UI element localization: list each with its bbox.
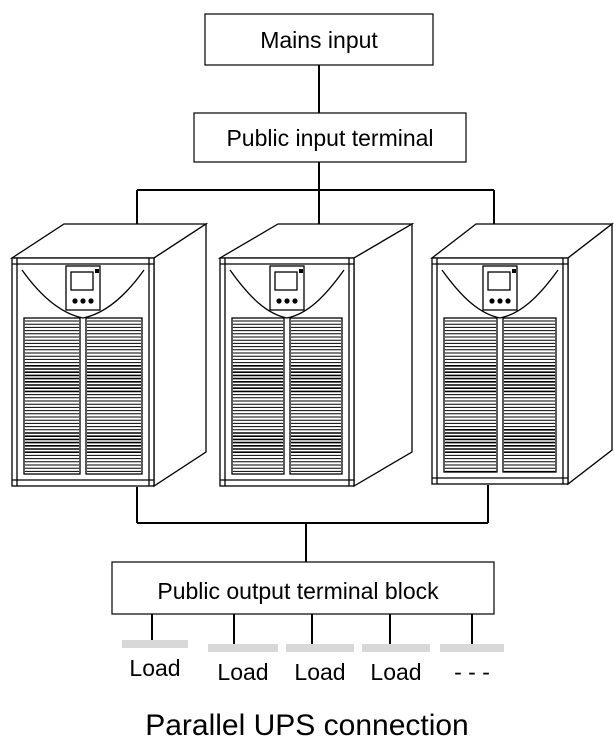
load-label: - - - (454, 659, 490, 685)
ups-cabinet-icon (9, 222, 209, 488)
mains-input-box: Mains input (204, 13, 434, 66)
public-input-terminal-label: Public input terminal (226, 125, 433, 151)
public-input-terminal-box: Public input terminal (193, 112, 467, 163)
ups-cabinet-icon (217, 222, 415, 488)
load-label: Load (370, 659, 421, 685)
load-1: Load (122, 614, 188, 686)
load-5: - - - (440, 614, 504, 690)
public-output-terminal-box: Public output terminal block (111, 561, 495, 615)
load-label: Load (217, 659, 268, 685)
output-collection-wires (136, 485, 489, 562)
load-label: Load (294, 659, 345, 685)
ups-cabinet-icon (430, 222, 614, 486)
public-output-terminal-label: Public output terminal block (157, 578, 439, 604)
diagram-caption: Parallel UPS connection (145, 709, 469, 742)
load-4: Load (362, 614, 430, 690)
mains-input-label: Mains input (260, 27, 378, 53)
loads-group: Load Load Load Load - - - (122, 614, 504, 690)
load-2: Load (208, 614, 278, 690)
load-label: Load (129, 655, 180, 681)
load-3: Load (286, 614, 354, 690)
ups-cabinets (9, 222, 614, 488)
